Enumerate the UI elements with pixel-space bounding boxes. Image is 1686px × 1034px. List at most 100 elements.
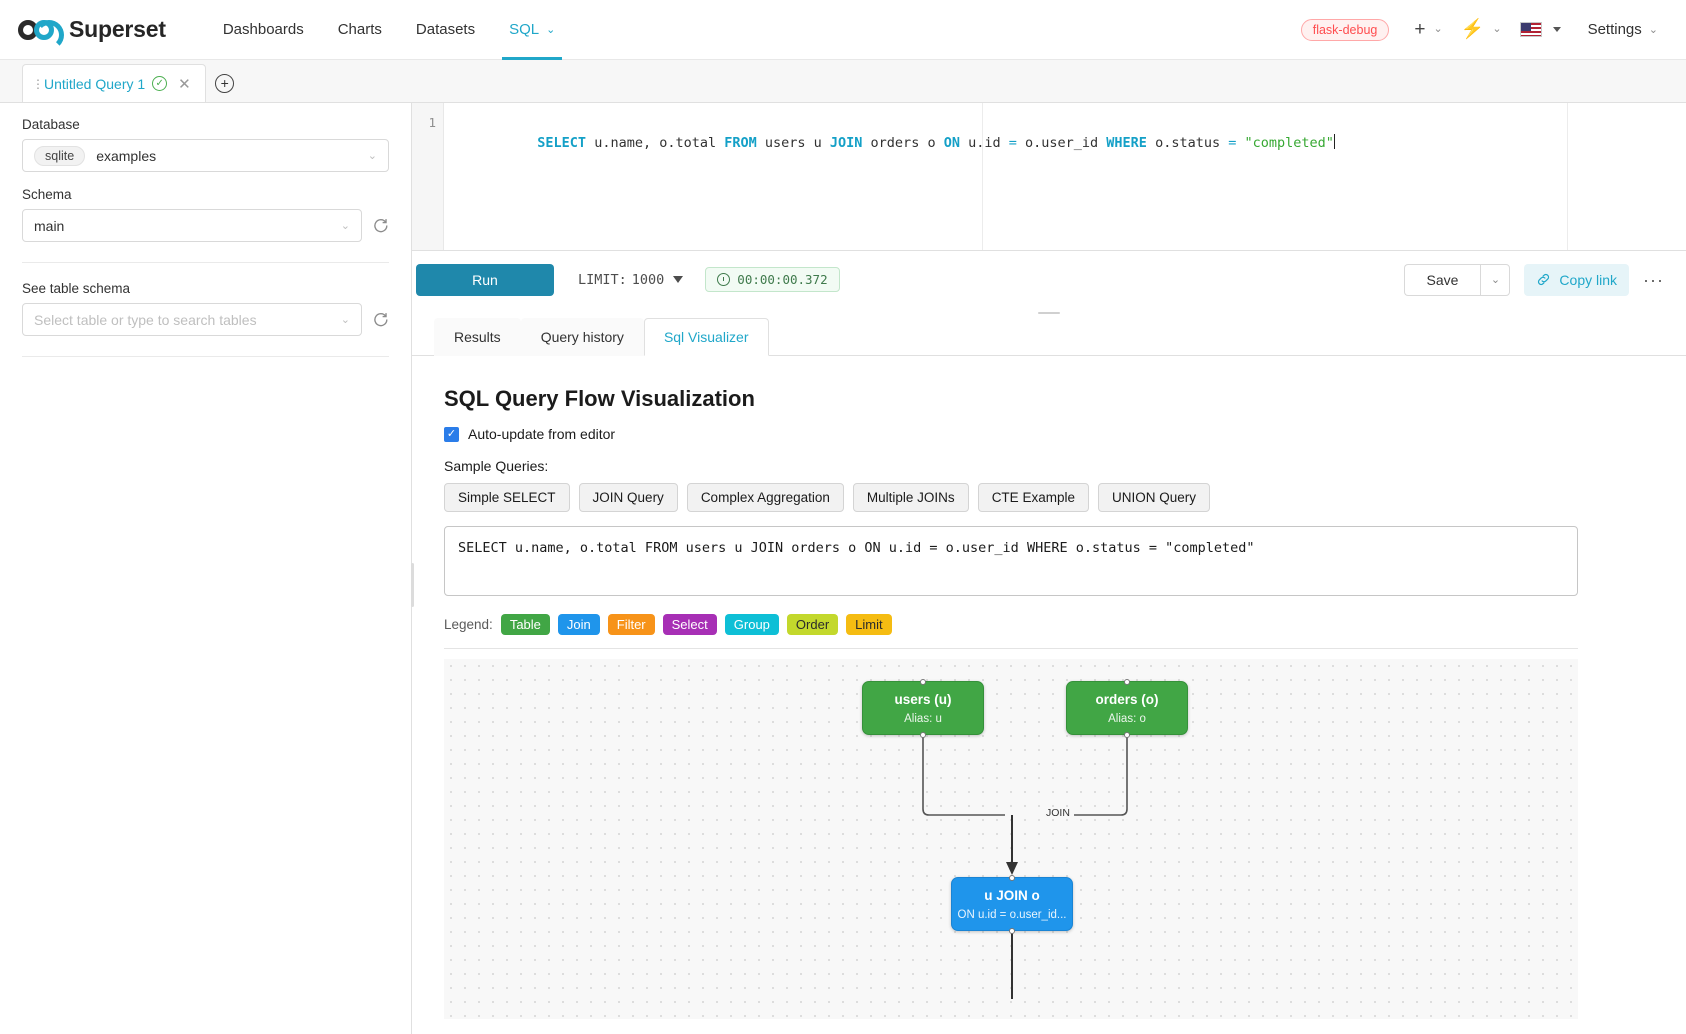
limit-dropdown[interactable]: LIMIT: 1000 [578,271,684,288]
copy-link-button[interactable]: Copy link [1524,263,1630,296]
query-flow-canvas[interactable]: JOIN users (u) Alias: u orders (o) Alias… [444,659,1578,1019]
legend-chip-limit: Limit [846,614,892,635]
tab-results[interactable]: Results [434,318,521,356]
database-field: Database sqlite examples ⌄ [22,117,389,172]
chevron-down-icon: ⌄ [1433,23,1443,35]
chevron-down-icon: ⌄ [367,150,377,162]
flow-edges [922,735,1128,999]
brand-name: Superset [69,16,166,42]
toolbar-right-group: Save ⌄ Copy link ··· [1403,263,1665,296]
editor-guide-line-2 [1567,103,1568,250]
chevron-down-icon: ⌄ [1492,23,1502,35]
editor-toolbar: Run LIMIT: 1000 00:00:00.372 Save ⌄ [412,251,1686,308]
page-title: SQL Query Flow Visualization [444,386,755,411]
table-schema-field: See table schema Select table or type to… [22,281,389,336]
tab-query-history[interactable]: Query history [520,318,644,356]
add-query-tab-button[interactable]: + [206,64,244,102]
more-options-icon[interactable]: ··· [1643,269,1664,290]
nav-label-datasets: Datasets [415,21,476,38]
chevron-down-icon: ⌄ [546,24,556,36]
sample-button-simple-select[interactable]: Simple SELECT [444,483,570,512]
settings-menu-button[interactable]: Settings ⌄ [1572,21,1664,38]
tab-sql-visualizer[interactable]: Sql Visualizer [643,318,769,356]
chevron-down-icon: ⌄ [1648,24,1658,36]
bolt-menu-button[interactable]: ⚡ ⌄ [1454,15,1509,44]
top-navbar: Superset Dashboards Charts Datasets SQL … [0,0,1686,60]
new-item-button[interactable]: + ⌄ [1407,15,1449,44]
visualizer-query-input[interactable] [444,526,1578,596]
auto-update-label: Auto-update from editor [468,426,616,442]
node-handle-bottom[interactable] [920,731,926,738]
schema-select[interactable]: main ⌄ [22,209,362,242]
superset-logo-icon [18,17,64,50]
table-search-select[interactable]: Select table or type to search tables ⌄ [22,303,362,336]
nav-link-datasets[interactable]: Datasets [399,0,492,60]
plus-circle-icon: + [215,73,235,93]
refresh-schema-icon[interactable] [372,217,389,234]
section-divider [444,648,1578,649]
superset-brand[interactable]: Superset [18,16,166,50]
drag-handle-icon[interactable]: ⋮ [32,76,44,91]
panel-resize-handle[interactable] [411,563,414,607]
limit-label: LIMIT: [578,271,627,288]
copy-link-label: Copy link [1559,271,1618,288]
sample-button-multiple-joins[interactable]: Multiple JOINs [852,483,969,512]
chevron-down-icon: ⌄ [340,220,350,232]
close-icon[interactable]: ✕ [178,75,191,93]
sql-editor[interactable]: 1 SELECT u.name, o.total FROM users u JO… [412,103,1686,251]
check-circle-icon: ✓ [152,76,168,91]
sample-button-join-query[interactable]: JOIN Query [578,483,678,512]
nav-link-charts[interactable]: Charts [321,0,399,60]
nav-link-sql[interactable]: SQL ⌄ [492,0,572,60]
save-button[interactable]: Save [1403,263,1481,296]
sample-button-cte-example[interactable]: CTE Example [977,483,1089,512]
flow-node-join-subtitle: ON u.id = o.user_id... [957,908,1067,921]
database-label: Database [22,117,80,132]
query-tab-strip: ⋮ Untitled Query 1 ✓ ✕ + [0,60,1686,103]
tab-query-history-label: Query history [540,329,624,345]
node-handle-bottom[interactable] [1009,927,1015,934]
sql-lab-body: Database sqlite examples ⌄ Schema main ⌄ [0,103,1686,1034]
legend-label: Legend: [444,617,493,632]
bolt-icon: ⚡ [1460,19,1485,40]
flow-node-orders-subtitle: Alias: o [1108,712,1146,725]
sample-button-union-query[interactable]: UNION Query [1097,483,1210,512]
flask-debug-badge: flask-debug [1300,18,1390,41]
right-editor-panel: 1 SELECT u.name, o.total FROM users u JO… [412,103,1686,1034]
navbar-right-group: flask-debug + ⌄ ⚡ ⌄ Settings ⌄ [1300,15,1664,44]
flow-node-orders[interactable]: orders (o) Alias: o [1066,678,1188,738]
node-handle-bottom[interactable] [1124,731,1130,738]
editor-line-number: 1 [428,115,436,130]
text-cursor [1333,134,1335,149]
database-select[interactable]: sqlite examples ⌄ [22,139,389,172]
node-handle-top[interactable] [920,678,926,685]
sample-button-complex-aggregation[interactable]: Complex Aggregation [686,483,844,512]
nav-label-charts: Charts [337,21,382,38]
editor-gutter: 1 [412,103,444,250]
save-dropdown-button[interactable]: ⌄ [1480,263,1511,296]
schema-label: Schema [22,187,72,202]
refresh-tables-icon[interactable] [372,311,389,328]
save-button-group: Save ⌄ [1403,263,1511,296]
editor-resize-handle[interactable] [412,308,1686,318]
node-handle-top[interactable] [1124,678,1130,685]
legend-chip-select: Select [662,614,717,635]
panel-divider-2 [22,356,389,357]
query-tab-title: Untitled Query 1 [44,75,146,92]
auto-update-checkbox-row[interactable]: ✓ Auto-update from editor [444,426,1664,442]
flow-node-join[interactable]: u JOIN o ON u.id = o.user_id... [951,874,1073,934]
legend-chip-group: Group [724,614,779,635]
query-tab-untitled-query-1[interactable]: ⋮ Untitled Query 1 ✓ ✕ [22,64,206,102]
editor-code-area[interactable]: SELECT u.name, o.total FROM users u JOIN… [537,134,1335,151]
schema-field: Schema main ⌄ [22,187,389,242]
flow-node-users[interactable]: users (u) Alias: u [862,678,984,738]
auto-update-checkbox[interactable]: ✓ [444,426,459,442]
run-button[interactable]: Run [416,263,554,296]
editor-guide-line [982,103,983,250]
panel-divider [22,262,389,263]
language-picker-button[interactable] [1513,17,1568,42]
nav-link-dashboards[interactable]: Dashboards [206,0,321,60]
node-handle-top[interactable] [1009,874,1015,881]
schema-value: main [34,217,65,234]
clock-icon [717,273,731,286]
